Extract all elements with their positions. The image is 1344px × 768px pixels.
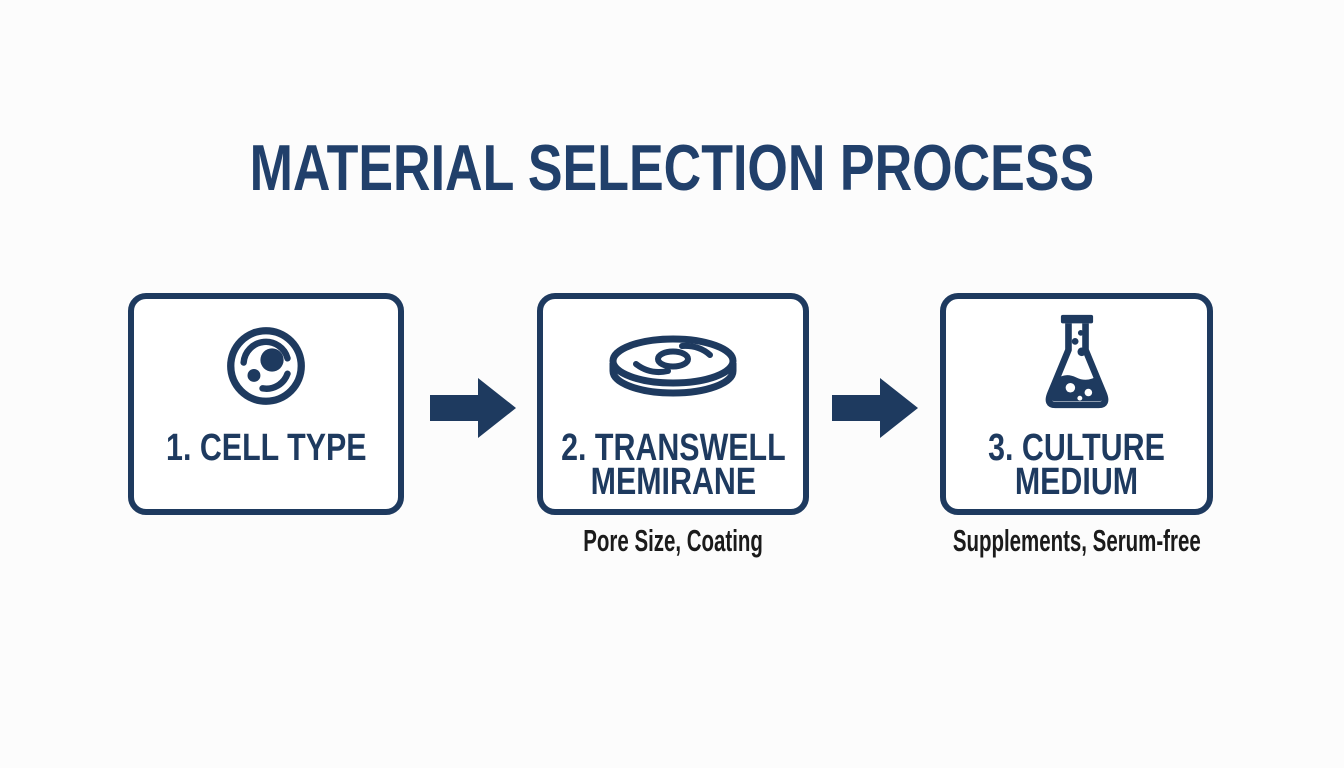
- step-caption: Pore Size, Coating: [537, 525, 809, 556]
- step-cell-type: 1. CELL TYPE: [128, 293, 404, 556]
- step-icon-area: [1039, 303, 1115, 429]
- step-label-line: MEDIUM: [1014, 461, 1139, 503]
- step-label-line: MEMIRANE: [590, 461, 756, 503]
- step-transwell-membrane: 2. TRANSWELL MEMIRANE Pore Size, Coating: [537, 293, 809, 556]
- cell-icon: [227, 327, 305, 405]
- step-caption-text: Supplements, Serum-free: [952, 523, 1201, 558]
- arrow-right-icon: [430, 378, 516, 438]
- step-icon-area: [606, 303, 740, 429]
- step-box-cell-type: 1. CELL TYPE: [128, 293, 404, 515]
- step-label: 1. CELL TYPE: [141, 427, 392, 469]
- step-label-line: 3. CULTURE: [988, 427, 1165, 469]
- step-label: 3. CULTURE MEDIUM: [966, 427, 1187, 503]
- step-culture-medium: 3. CULTURE MEDIUM Supplements, Serum-fre…: [940, 293, 1213, 556]
- step-box-transwell-membrane: 2. TRANSWELL MEMIRANE: [537, 293, 809, 515]
- step-label: 2. TRANSWELL MEMIRANE: [533, 427, 814, 503]
- arrow-right-icon: [832, 378, 918, 438]
- step-caption-text: Pore Size, Coating: [583, 523, 763, 558]
- step-box-culture-medium: 3. CULTURE MEDIUM: [940, 293, 1213, 515]
- step-label-line: 2. TRANSWELL: [560, 427, 786, 469]
- page-title: MATERIAL SELECTION PROCESS: [0, 135, 1344, 200]
- membrane-disc-icon: [609, 335, 737, 397]
- step-icon-area: [223, 303, 309, 429]
- step-label-line: 1. CELL TYPE: [165, 427, 367, 469]
- page-title-text: MATERIAL SELECTION PROCESS: [249, 131, 1095, 204]
- flask-icon: [1045, 314, 1108, 409]
- step-caption: Supplements, Serum-free: [889, 525, 1265, 556]
